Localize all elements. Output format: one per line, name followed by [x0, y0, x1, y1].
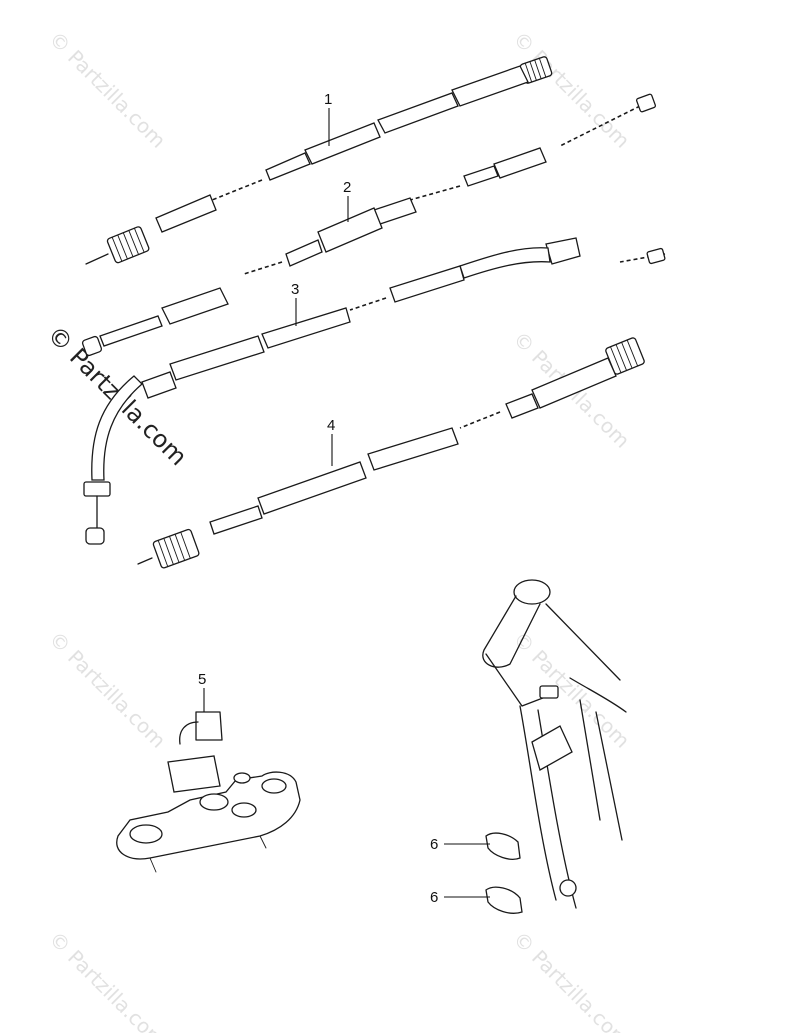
watermark-bottom-left: © Partzilla.com: [44, 927, 170, 1033]
cable-4: [137, 337, 645, 569]
cable-2: [81, 93, 656, 357]
watermark-top-right: © Partzilla.com: [508, 27, 634, 153]
watermark-lower-left: © Partzilla.com: [44, 627, 170, 753]
callout-3: 3: [291, 281, 299, 298]
cable-3: [83, 237, 666, 545]
clamp-6-lower: [485, 886, 523, 914]
callout-5: 5: [198, 671, 206, 688]
callout-4: 4: [327, 417, 335, 434]
clamp-6-upper: [485, 832, 521, 860]
callout-6-upper: 6: [430, 836, 438, 853]
cable-1: [85, 56, 553, 265]
bracket-assembly: [116, 711, 301, 873]
callout-1: 1: [324, 91, 332, 108]
watermark-bottom-right: © Partzilla.com: [508, 927, 634, 1033]
frame-assembly: [482, 579, 627, 909]
watermark-top-left: © Partzilla.com: [44, 27, 170, 153]
callout-2: 2: [343, 179, 351, 196]
callout-6-lower: 6: [430, 889, 438, 906]
watermarks: © Partzilla.com © Partzilla.com © Partzi…: [42, 27, 635, 1033]
watermark-lower-right: © Partzilla.com: [508, 627, 634, 753]
